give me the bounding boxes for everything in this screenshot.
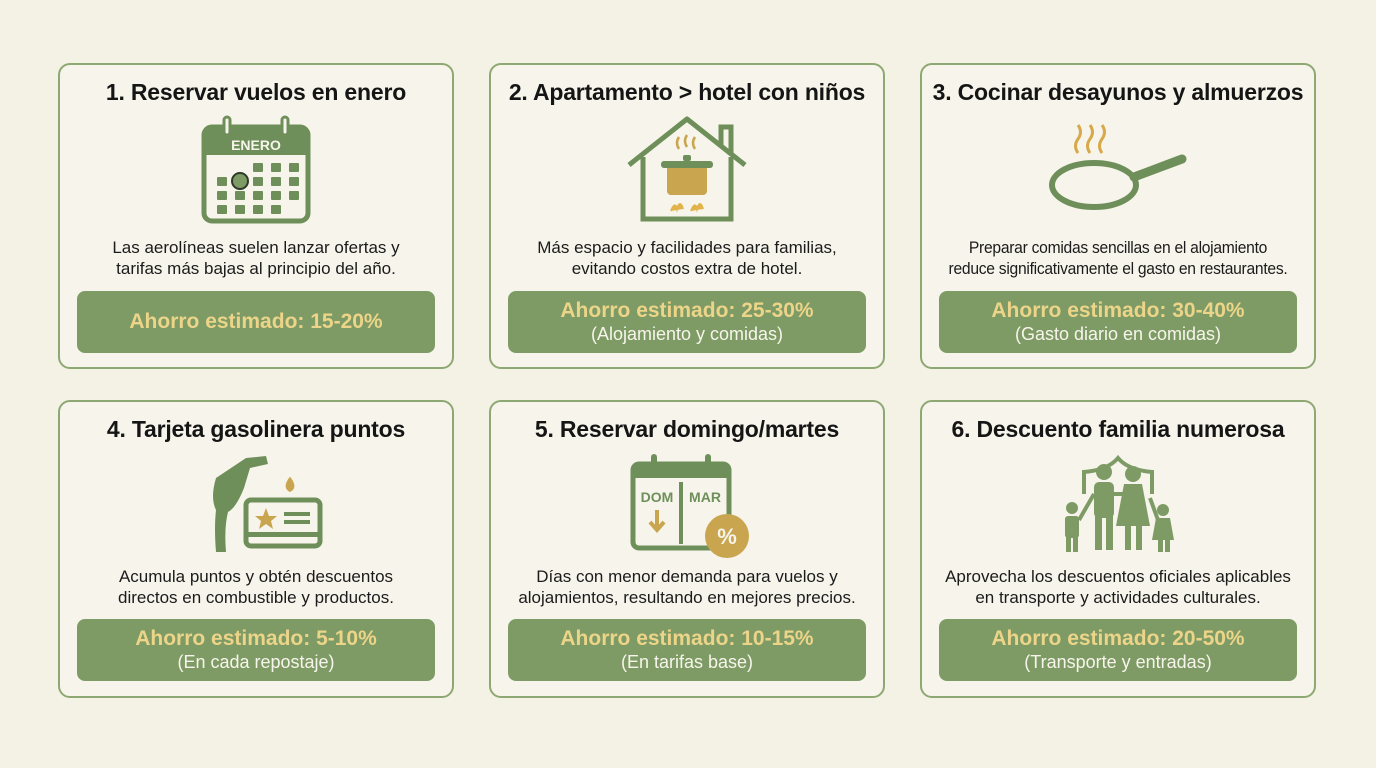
savings-box: Ahorro estimado: 30-40% (Gasto diario en…	[939, 291, 1297, 353]
savings-estimate: Ahorro estimado: 10-15%	[560, 627, 814, 650]
svg-text:%: %	[717, 524, 737, 549]
description-line: Las aerolíneas suelen lanzar ofertas y	[112, 238, 400, 257]
savings-estimate: Ahorro estimado: 30-40%	[991, 299, 1245, 322]
calendar-discount-icon: DOM MAR %	[630, 454, 749, 558]
savings-note: (En cada repostaje)	[177, 652, 335, 672]
savings-note: (Transporte y entradas)	[1024, 652, 1212, 672]
card-book-flights-january: 1. Reservar vuelos en enero ENERO Las ae…	[58, 63, 454, 369]
savings-estimate: Ahorro estimado: 15-20%	[129, 310, 383, 333]
card-description: Aprovecha los descuentos oficiales aplic…	[926, 566, 1310, 608]
description-line: Días con menor demanda para vuelos y	[536, 567, 838, 586]
card-title: 2. Apartamento > hotel con niños	[508, 79, 866, 105]
savings-note: (En tarifas base)	[620, 652, 754, 672]
calendar-day-label-dom: DOM	[641, 489, 674, 505]
card-description: Preparar comidas sencillas en el alojami…	[926, 237, 1310, 279]
description-line: tarifas más bajas al principio del año.	[116, 259, 396, 278]
card-description: Días con menor demanda para vuelos y alo…	[495, 566, 879, 608]
calendar-month-label: ENERO	[231, 137, 281, 153]
card-description: Más espacio y facilidades para familias,…	[495, 237, 879, 279]
savings-note: (Alojamiento y comidas)	[590, 324, 784, 344]
card-title: 6. Descuento familia numerosa	[951, 416, 1285, 442]
description-line: alojamientos, resultando en mejores prec…	[518, 588, 856, 607]
calendar-icon: ENERO	[201, 115, 311, 224]
description-line: reduce significativamente el gasto en re…	[948, 259, 1288, 278]
savings-box: Ahorro estimado: 5-10% (En cada repostaj…	[77, 619, 435, 681]
savings-note: (Gasto diario en comidas)	[1014, 324, 1222, 344]
savings-box: Ahorro estimado: 25-30% (Alojamiento y c…	[508, 291, 866, 353]
card-title: 4. Tarjeta gasolinera puntos	[106, 416, 406, 442]
description-line: Preparar comidas sencillas en el alojami…	[968, 238, 1268, 257]
card-gas-station-points: 4. Tarjeta gasolinera puntos Acumula pun…	[58, 400, 454, 698]
savings-estimate: Ahorro estimado: 20-50%	[991, 627, 1245, 650]
frying-pan-icon	[1049, 124, 1187, 210]
savings-estimate: Ahorro estimado: 25-30%	[560, 299, 814, 322]
card-title: 5. Reservar domingo/martes	[534, 416, 840, 442]
card-large-family-discount: 6. Descuento familia numerosa Aprovecha …	[920, 400, 1316, 698]
card-apartment-vs-hotel: 2. Apartamento > hotel con niños Más esp…	[489, 63, 885, 369]
card-book-sunday-tuesday: 5. Reservar domingo/martes DOM MAR % Día…	[489, 400, 885, 698]
description-line: Acumula puntos y obtén descuentos	[118, 567, 394, 586]
description-line: evitando costos extra de hotel.	[571, 259, 803, 278]
fuel-card-icon	[213, 456, 323, 552]
savings-box: Ahorro estimado: 10-15% (En tarifas base…	[508, 619, 866, 681]
card-title: 1. Reservar vuelos en enero	[105, 79, 407, 105]
family-shield-icon	[1065, 454, 1174, 552]
savings-estimate: Ahorro estimado: 5-10%	[135, 627, 377, 650]
savings-box: Ahorro estimado: 20-50% (Transporte y en…	[939, 619, 1297, 681]
description-line: Aprovecha los descuentos oficiales aplic…	[945, 567, 1291, 586]
description-line: Más espacio y facilidades para familias,	[537, 238, 837, 257]
savings-box: Ahorro estimado: 15-20%	[77, 291, 435, 353]
card-description: Las aerolíneas suelen lanzar ofertas y t…	[64, 237, 448, 279]
card-cook-meals: 3. Cocinar desayunos y almuerzos Prepara…	[920, 63, 1316, 369]
description-line: directos en combustible y productos.	[118, 588, 394, 607]
description-line: en transporte y actividades culturales.	[975, 588, 1261, 607]
house-cooking-icon	[627, 116, 747, 222]
calendar-day-label-mar: MAR	[689, 489, 721, 505]
card-description: Acumula puntos y obtén descuentos direct…	[64, 566, 448, 608]
card-title: 3. Cocinar desayunos y almuerzos	[932, 79, 1304, 105]
